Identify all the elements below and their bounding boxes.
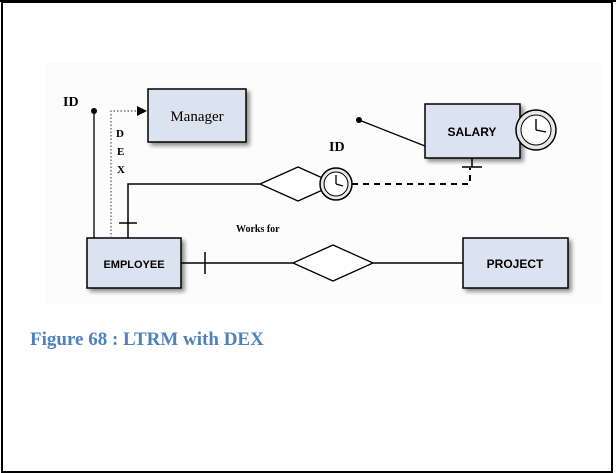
id-left-label: ID <box>63 95 79 110</box>
salary-label: SALARY <box>448 125 497 139</box>
manager-entity <box>147 88 247 143</box>
works-for-label: Works for <box>236 224 280 235</box>
figure-caption: Figure 68 : LTRM with DEX <box>30 329 264 350</box>
manager-label: Manager <box>170 109 223 125</box>
dex-arrow <box>110 106 147 238</box>
employee-history-line <box>127 183 260 238</box>
dex-letter-e: E <box>117 146 124 158</box>
top-rule <box>0 0 616 2</box>
dex-letter-x: X <box>117 164 125 176</box>
dex-letter-d: D <box>116 128 124 140</box>
project-entity <box>462 237 569 289</box>
project-label: PROJECT <box>487 257 544 271</box>
employee-entity <box>86 237 182 289</box>
id-right-line <box>358 119 426 147</box>
salary-clock-icon <box>515 109 557 151</box>
clock-icon <box>319 167 353 201</box>
id-right-label: ID <box>329 140 345 155</box>
employee-label: EMPLOYEE <box>103 259 164 271</box>
